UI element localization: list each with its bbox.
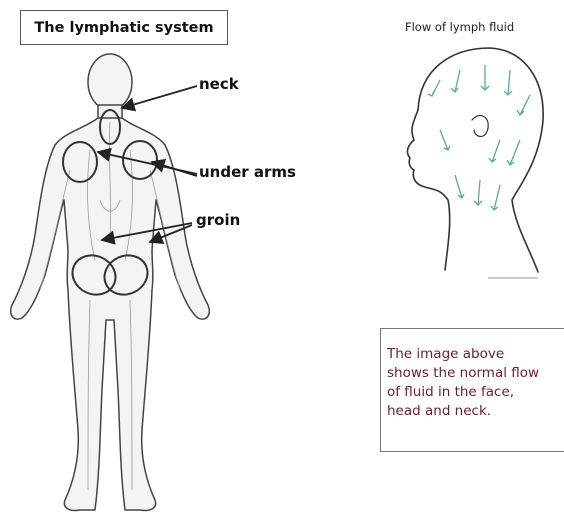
face-flow-arrows [428, 65, 530, 210]
label-neck: neck [199, 75, 239, 93]
label-under-arms: under arms [199, 163, 296, 181]
head-profile-figure [407, 48, 543, 272]
label-groin: groin [196, 211, 240, 229]
flow-title: Flow of lymph fluid [405, 20, 514, 34]
diagram-title: The lymphatic system [20, 10, 228, 45]
info-box: The image above shows the normal flow of… [380, 328, 564, 452]
neck-arrow [122, 86, 197, 108]
